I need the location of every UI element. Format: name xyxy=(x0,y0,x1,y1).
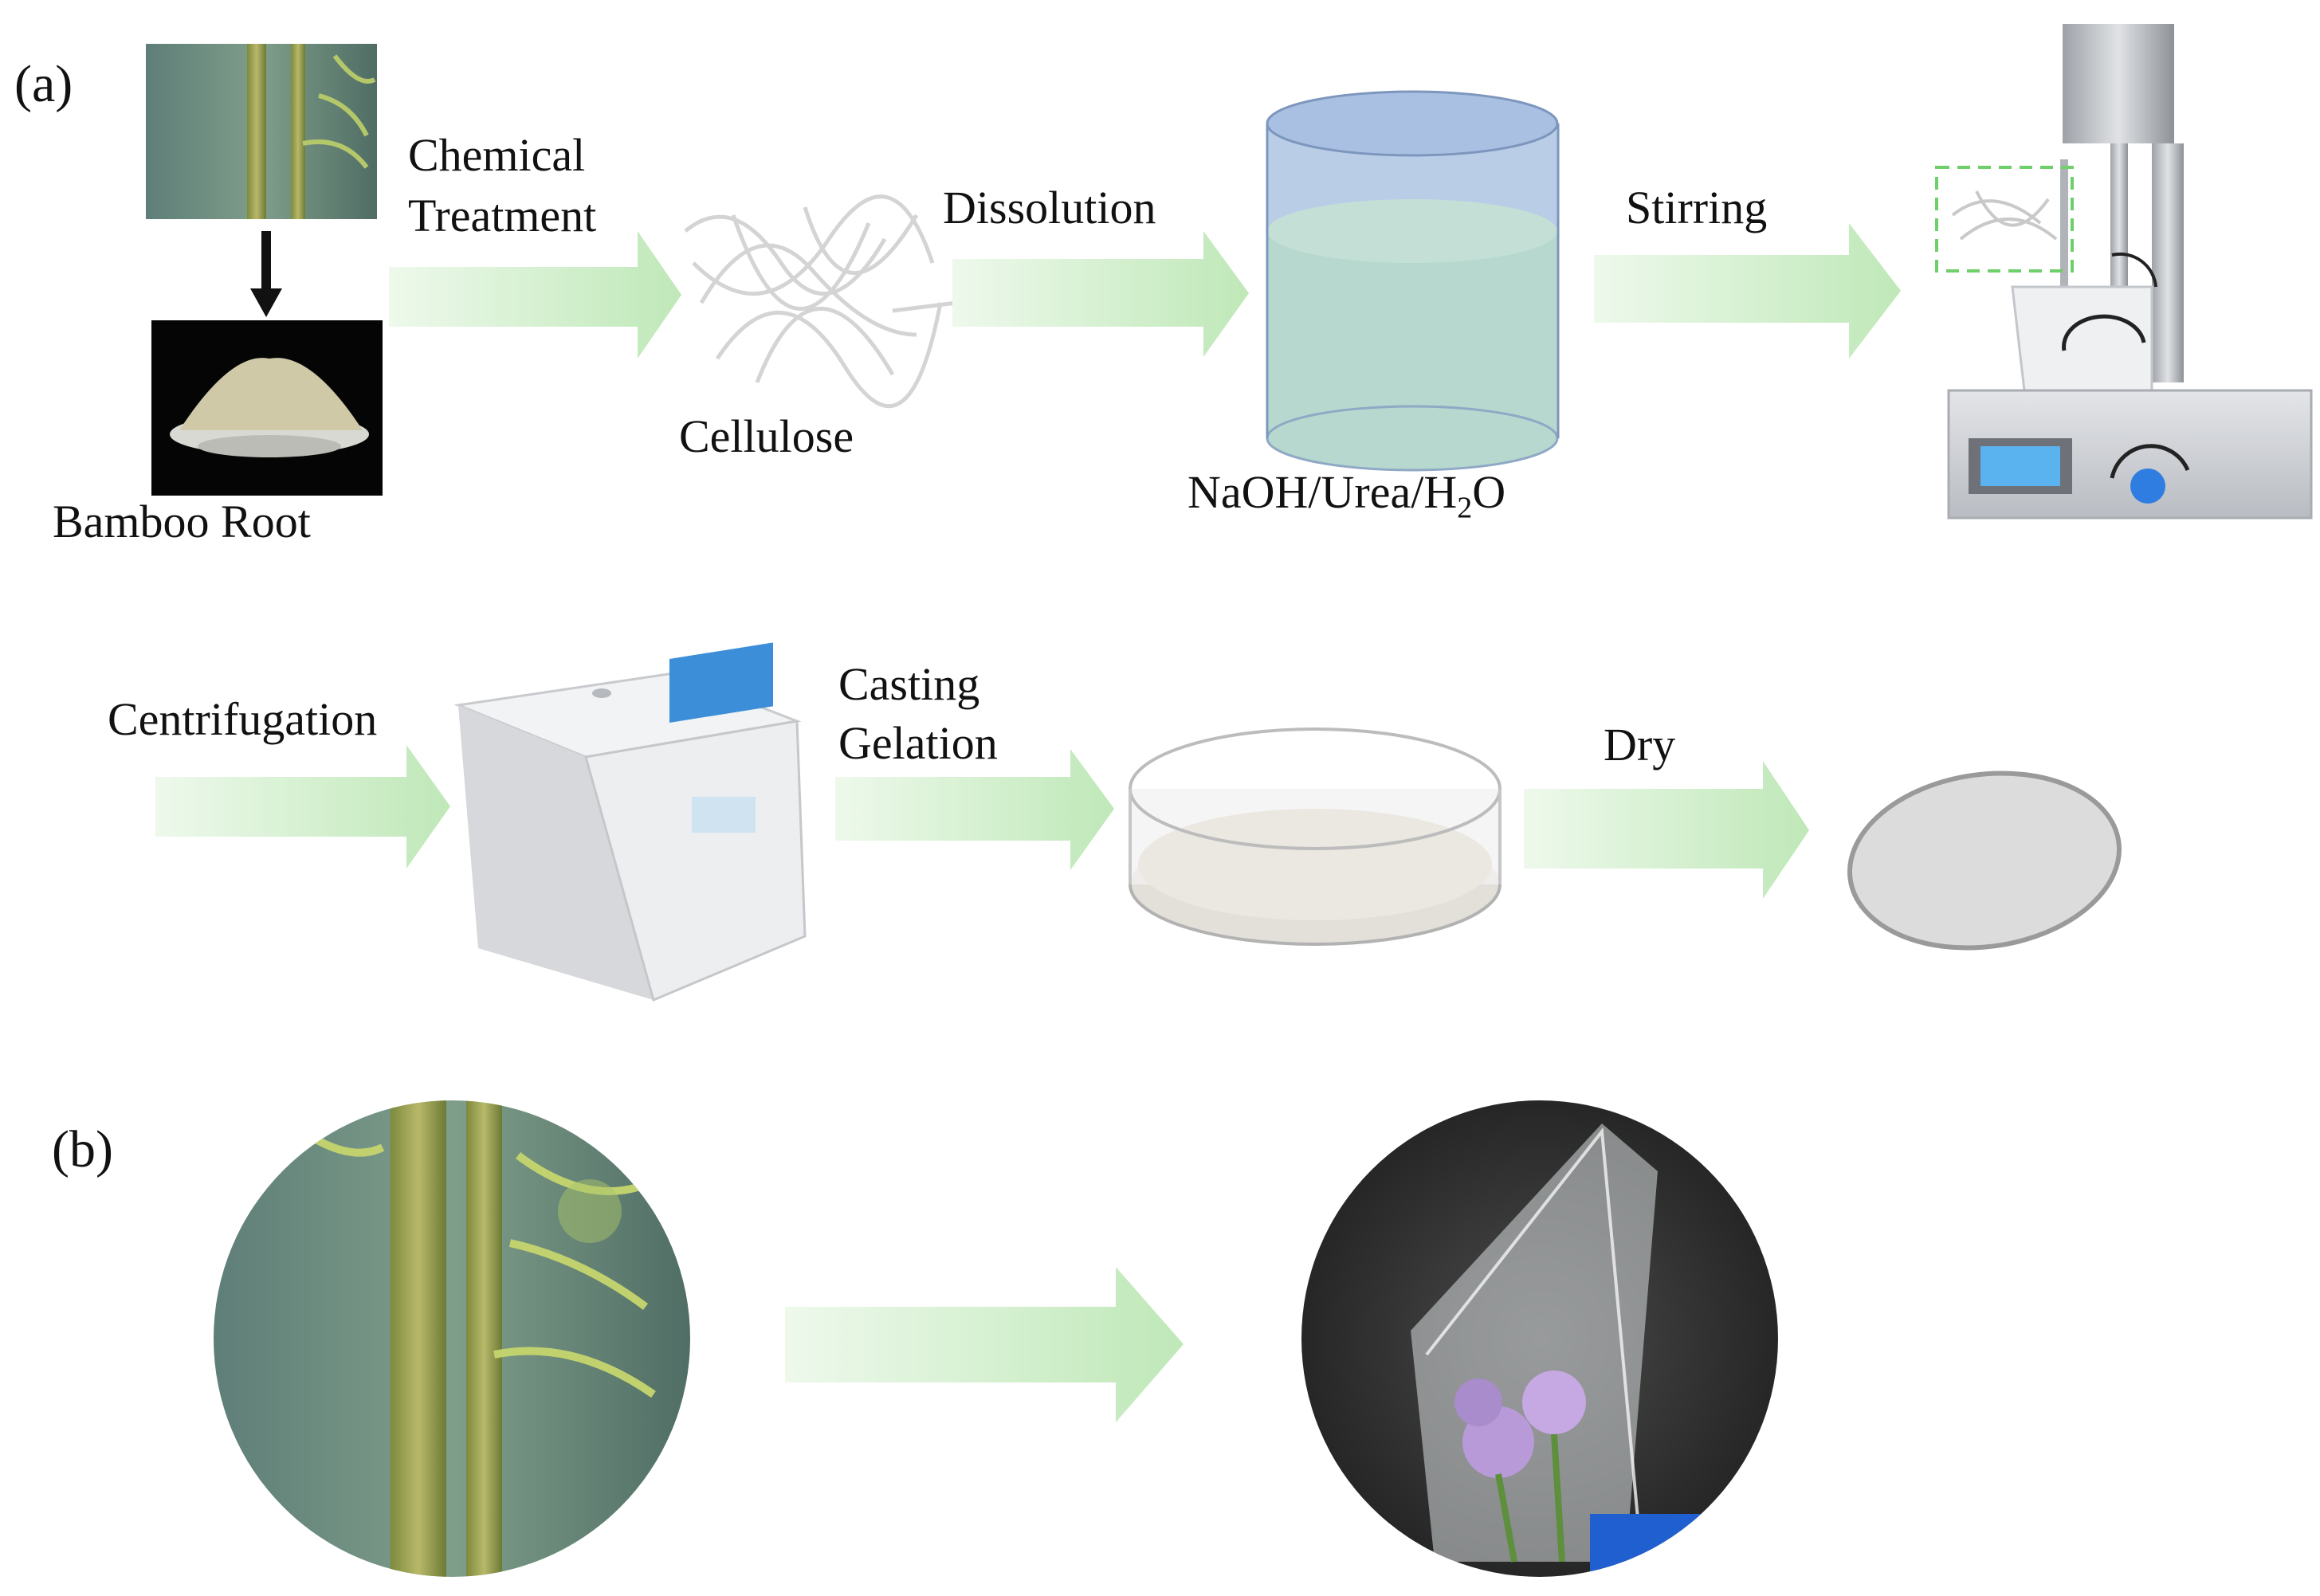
solvent-label: NaOH/Urea/H2O xyxy=(1187,466,1506,525)
film-wrap-photo xyxy=(1301,1100,1778,1577)
dissolution-label: Dissolution xyxy=(943,182,1156,233)
chemical-treatment-label-line2: Treatment xyxy=(408,190,597,241)
gelation-label: Gelation xyxy=(838,717,998,769)
process-arrow-6 xyxy=(1524,761,1809,899)
dry-label: Dry xyxy=(1604,719,1676,771)
process-arrow-1 xyxy=(389,231,681,359)
panel-label-a: (a) xyxy=(14,55,73,113)
centrifuge-device xyxy=(453,642,807,1002)
down-arrow-icon xyxy=(250,231,282,317)
panel-label-b: (b) xyxy=(52,1120,113,1178)
casting-label: Casting xyxy=(838,658,980,710)
process-arrow-2 xyxy=(952,231,1249,357)
chemical-treatment-label-line1: Chemical xyxy=(408,129,586,181)
cellulose-fibers xyxy=(684,194,957,409)
stirrer-device xyxy=(1935,24,2313,520)
solvent-beaker xyxy=(1266,90,1560,472)
process-arrow-4 xyxy=(155,745,450,869)
petri-dish xyxy=(1129,727,1502,946)
bamboo-powder-photo xyxy=(151,320,383,496)
bamboo-root-label: Bamboo Root xyxy=(53,496,311,547)
cellulose-label: Cellulose xyxy=(679,410,854,462)
bamboo-forest-photo xyxy=(214,1100,690,1577)
process-arrow-7 xyxy=(785,1267,1184,1422)
stirring-label: Stirring xyxy=(1626,182,1768,233)
bamboo-photo xyxy=(146,44,377,219)
process-arrow-3 xyxy=(1594,223,1901,359)
process-arrow-5 xyxy=(835,749,1114,870)
centrifugation-label: Centrifugation xyxy=(108,693,378,745)
dried-film xyxy=(1847,771,2122,951)
